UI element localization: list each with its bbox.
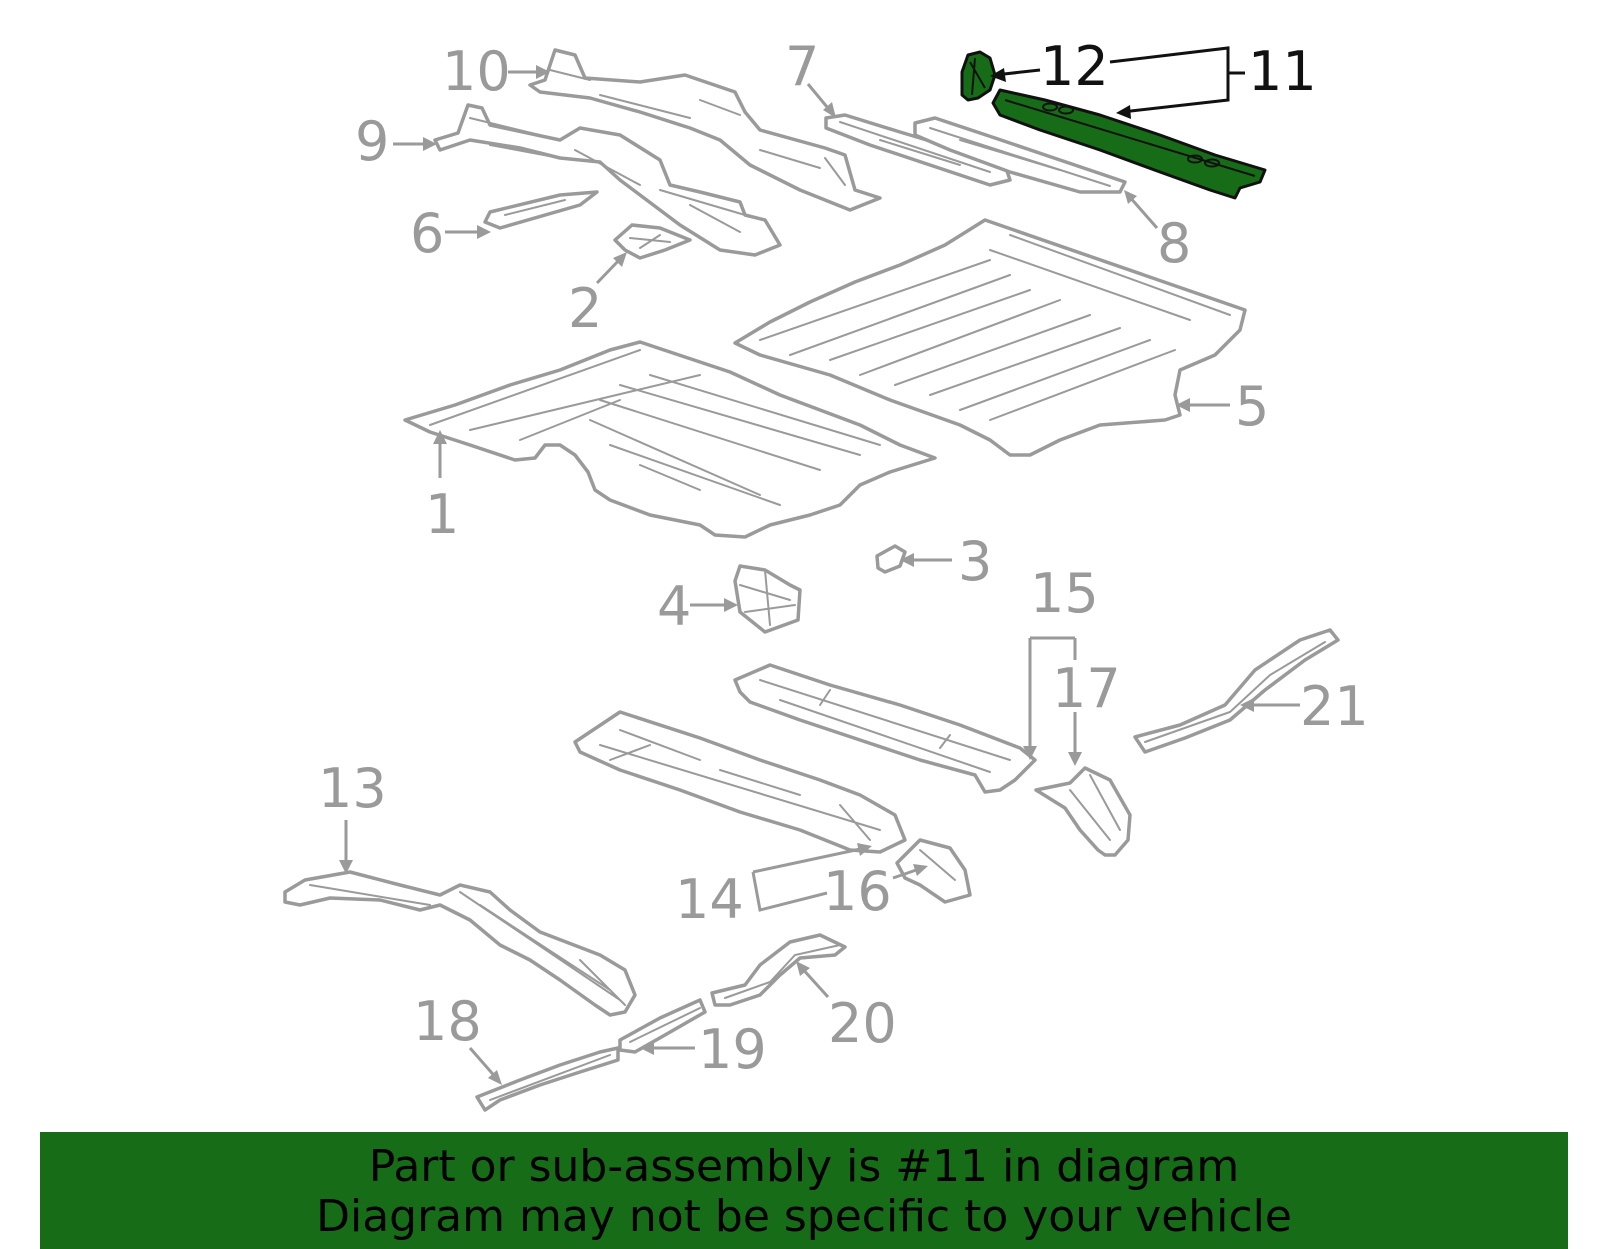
part-8[interactable]	[913, 116, 1127, 194]
callout-2: 2	[568, 277, 602, 340]
callout-1: 1	[425, 483, 459, 546]
callout-19: 19	[698, 1018, 767, 1081]
callout-9: 9	[355, 110, 389, 173]
callout-3: 3	[958, 530, 992, 593]
part-7[interactable]	[824, 113, 1012, 187]
part-17[interactable]	[1034, 766, 1132, 857]
part-10[interactable]	[528, 48, 882, 212]
part-20[interactable]	[710, 933, 847, 1007]
banner-line-2: Diagram may not be specific to your vehi…	[316, 1191, 1292, 1242]
callout-17: 17	[1052, 657, 1121, 720]
part-9[interactable]	[433, 103, 782, 257]
leader-lines	[339, 65, 1300, 1085]
part-15[interactable]	[733, 663, 1037, 794]
callout-16: 16	[823, 860, 892, 923]
part-21[interactable]	[1133, 628, 1340, 754]
callout-6: 6	[410, 202, 444, 265]
callout-12: 12	[1040, 35, 1109, 98]
part-11[interactable]	[991, 88, 1267, 200]
part-2[interactable]	[613, 223, 692, 260]
callout-10: 10	[442, 40, 511, 103]
part-13[interactable]	[283, 870, 637, 1017]
callout-5: 5	[1235, 375, 1269, 438]
part-12[interactable]	[960, 50, 997, 102]
part-3[interactable]	[875, 544, 907, 574]
leader-lines-11-12	[990, 46, 1245, 119]
part-4[interactable]	[733, 564, 802, 634]
callout-13: 13	[318, 757, 387, 820]
part-14[interactable]	[573, 710, 907, 854]
part-18[interactable]	[475, 1046, 620, 1112]
info-banner: Part or sub-assembly is #11 in diagram D…	[40, 1132, 1568, 1249]
callout-4: 4	[657, 575, 691, 638]
part-16[interactable]	[895, 838, 972, 904]
callout-14: 14	[675, 868, 744, 931]
callout-20: 20	[828, 992, 897, 1055]
part-6[interactable]	[483, 190, 599, 230]
callout-labels: 10 9 7 6 2 8 5 1 3 4 15 17 21 13 14 16 1…	[318, 35, 1369, 1081]
part-5[interactable]	[733, 218, 1247, 457]
callout-7: 7	[785, 35, 819, 98]
callout-21: 21	[1300, 675, 1369, 738]
callout-18: 18	[413, 990, 482, 1053]
callout-11: 11	[1248, 40, 1317, 103]
part-1[interactable]	[403, 340, 937, 539]
banner-line-1: Part or sub-assembly is #11 in diagram	[368, 1141, 1240, 1192]
part-19[interactable]	[618, 998, 707, 1054]
callout-8: 8	[1157, 212, 1191, 275]
callout-15: 15	[1030, 562, 1099, 625]
